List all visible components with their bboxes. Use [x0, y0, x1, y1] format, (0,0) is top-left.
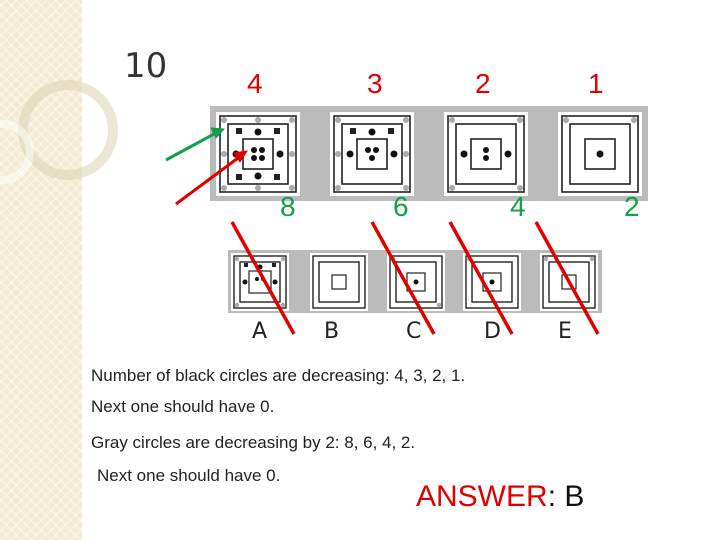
black-count-label: 2 — [475, 68, 491, 99]
explanation-line: Gray circles are decreasing by 2: 8, 6, … — [91, 433, 416, 452]
decorative-ring — [0, 120, 34, 184]
figure-1 — [215, 111, 301, 197]
answer-key-label: ANSWER — [416, 480, 548, 513]
option-label-b: B — [324, 319, 340, 344]
figure-2 — [329, 111, 415, 197]
explanation-line: Next one should have 0. — [91, 397, 275, 416]
option-label-a: A — [252, 319, 268, 344]
black-count-label: 3 — [367, 68, 383, 99]
answer-value: : B — [547, 480, 585, 513]
option-e-figure — [539, 252, 599, 312]
red-arrow — [175, 150, 249, 206]
explanation-line: Number of black circles are decreasing: … — [91, 366, 466, 385]
option-label-e: E — [558, 319, 572, 344]
figure-4 — [557, 111, 643, 197]
answer-text: ANSWER: B — [416, 480, 584, 514]
strike-line-d — [448, 221, 514, 335]
option-label-c: C — [406, 319, 422, 344]
black-count-label: 4 — [247, 68, 263, 99]
gray-count-label: 2 — [624, 191, 640, 222]
option-label-d: D — [484, 319, 501, 344]
figure-3 — [443, 111, 529, 197]
black-count-label: 1 — [588, 68, 604, 99]
green-arrow — [165, 127, 226, 162]
decorative-sidebar — [0, 0, 118, 540]
slide-number: 10 — [124, 46, 168, 86]
explanation-line: Next one should have 0. — [97, 466, 281, 485]
option-b-figure — [309, 252, 369, 312]
gray-count-label: 8 — [280, 191, 296, 222]
strike-line-e — [534, 221, 600, 335]
strike-line-c — [370, 221, 436, 335]
strike-line-a — [230, 221, 296, 335]
option-a-figure — [230, 252, 290, 312]
gray-count-label: 4 — [510, 191, 526, 222]
gray-count-label: 6 — [393, 191, 409, 222]
